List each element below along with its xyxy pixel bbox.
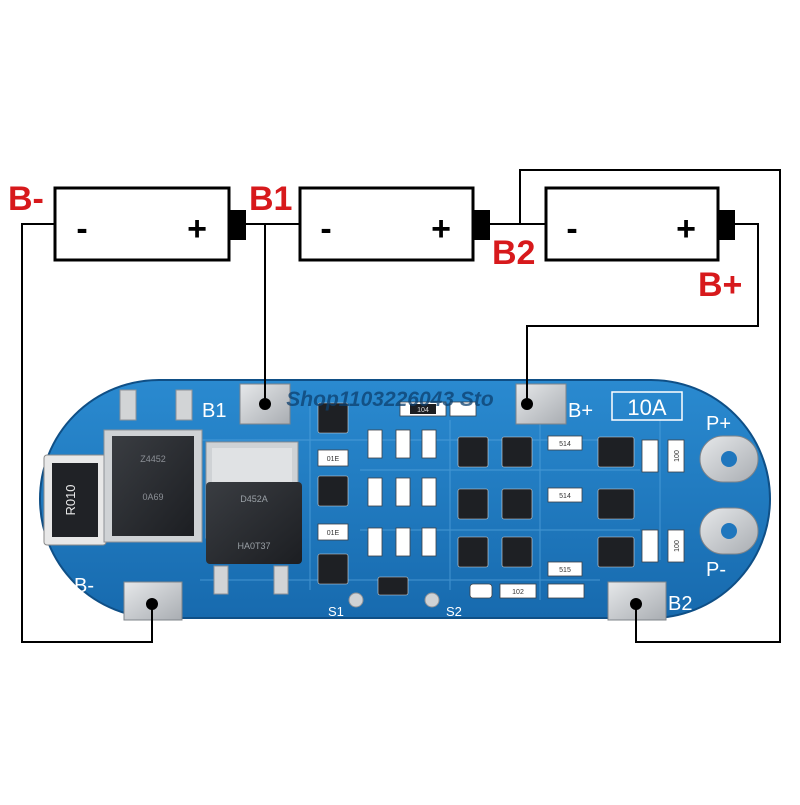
switch-s2-label: S2 xyxy=(446,604,462,619)
battery-3-positive: + xyxy=(676,210,696,248)
silk-b-minus: B- xyxy=(74,575,94,597)
resistor-code-100-b: 100 xyxy=(674,540,681,552)
terminal-labels: B- B1 B2 B+ xyxy=(8,180,742,304)
wiring xyxy=(21,169,781,643)
shunt-resistor-label: R010 xyxy=(63,484,78,515)
silk-p-minus: P- xyxy=(706,559,726,581)
label-b-minus: B- xyxy=(8,180,44,218)
resistor-code-102: 102 xyxy=(512,589,524,596)
resistor-code-100-a: 100 xyxy=(674,450,681,462)
battery-1-negative: - xyxy=(76,210,87,248)
battery-2-positive: + xyxy=(431,210,451,248)
silk-b-plus: B+ xyxy=(568,400,593,422)
label-b2: B2 xyxy=(492,234,535,272)
silkscreen-labels: B1 B+ B- B2 P+ P- 10A xyxy=(74,391,731,615)
mosfet-2-marking-2: HA0T37 xyxy=(237,541,270,551)
label-b1: B1 xyxy=(249,180,292,218)
battery-1: - + xyxy=(53,186,246,262)
wire-b-plus xyxy=(526,223,759,404)
wire-b2 xyxy=(519,169,781,643)
label-b-plus: B+ xyxy=(698,266,742,304)
resistor-code-515: 515 xyxy=(559,567,571,574)
resistor-code-514-b: 514 xyxy=(559,493,571,500)
resistor-code-514-a: 514 xyxy=(559,441,571,448)
battery-1-positive: + xyxy=(187,210,207,248)
resistor-code-top: 104 xyxy=(417,407,429,414)
mosfet-2-marking-1: D452A xyxy=(240,494,268,504)
mosfet-1: Z4452 0A69 xyxy=(103,389,203,543)
resistor-code-01e-a: 01E xyxy=(327,456,340,463)
battery-2: - + xyxy=(298,186,490,262)
sot-chips xyxy=(317,402,635,596)
switch-s1-label: S1 xyxy=(328,604,344,619)
pcb-board: R010 Z4452 0A69 D452A HA0T37 xyxy=(39,379,771,621)
battery-3-negative: - xyxy=(566,210,577,248)
resistor-code-01e-b: 01E xyxy=(327,530,340,537)
battery-3: - + xyxy=(544,186,735,262)
silk-b1: B1 xyxy=(202,400,226,422)
mosfet-1-marking-2: 0A69 xyxy=(142,492,163,502)
silk-b2: B2 xyxy=(668,593,692,615)
current-rating: 10A xyxy=(627,395,666,420)
watermark: Shop1103226043 Sto xyxy=(286,388,494,411)
switch-pads: S1 S2 xyxy=(328,592,462,619)
mosfet-2: D452A HA0T37 xyxy=(205,441,302,595)
wire-terminals xyxy=(146,398,642,610)
passive-resistors: 104 01E 01E 514 514 515 102 xyxy=(317,401,685,599)
battery-2-negative: - xyxy=(320,210,331,248)
wire-b-minus xyxy=(21,223,153,643)
shunt-resistor: R010 xyxy=(43,454,107,546)
silk-p-plus: P+ xyxy=(706,413,731,435)
mosfet-1-marking-1: Z4452 xyxy=(140,454,166,464)
